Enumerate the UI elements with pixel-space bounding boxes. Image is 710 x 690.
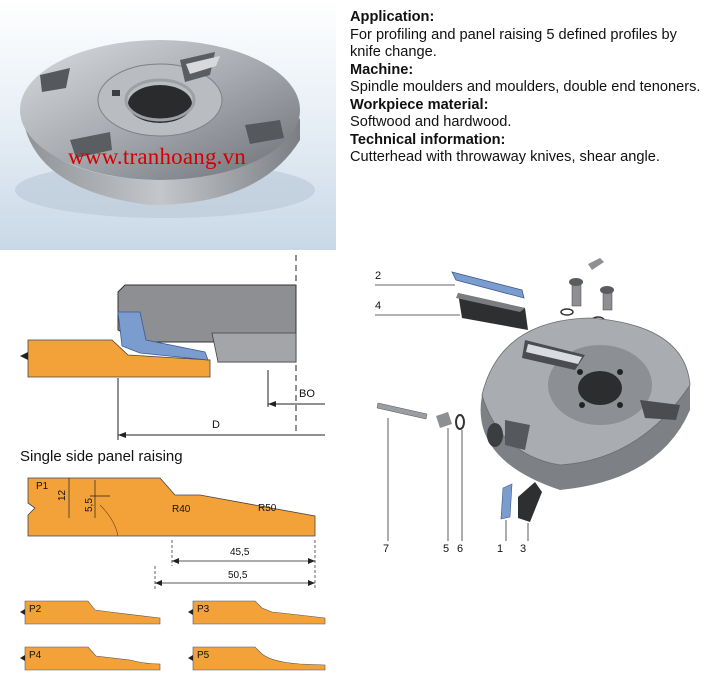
profile-p4: P4 — [20, 646, 161, 671]
part-number-4: 4 — [375, 300, 381, 312]
part-number-3: 3 — [520, 543, 526, 555]
r40-label: R40 — [172, 504, 191, 515]
d-label: D — [212, 419, 220, 431]
panel-title: Single side panel raising — [20, 448, 183, 465]
info-text-machine: Spindle moulders and moulders, double en… — [350, 79, 701, 95]
profile-p5: P5 — [188, 646, 326, 671]
p3-label: P3 — [197, 604, 210, 615]
info-text-workpiece: Softwood and hardwood. — [350, 114, 512, 130]
dim-5-5-label: 5,5 — [84, 498, 95, 512]
product-photo — [0, 0, 336, 250]
cross-section-drawing: BO D — [20, 255, 325, 440]
p4-label: P4 — [29, 650, 42, 661]
dim-50-5-label: 50,5 — [228, 570, 248, 581]
bo-label: BO — [299, 388, 315, 400]
part-number-1: 1 — [497, 543, 503, 555]
info-heading-machine: Machine: — [350, 61, 414, 78]
dim-12-label: 12 — [57, 489, 68, 501]
info-text-application: For profiling and panel raising 5 define… — [350, 26, 677, 61]
product-info: Application: For profiling and panel rai… — [350, 9, 710, 167]
info-text-technical: Cutterhead with throwaway knives, shear … — [350, 149, 660, 165]
panel-raising-drawing: Single side panel raising P1 12 5,5 R40 … — [20, 448, 316, 590]
part-number-6: 6 — [457, 543, 463, 555]
watermark: www.tranhoang.vn — [68, 144, 247, 169]
part-number-5: 5 — [443, 543, 449, 555]
part-number-2: 2 — [375, 270, 381, 282]
part-number-7: 7 — [383, 543, 389, 555]
info-heading-technical: Technical information: — [350, 131, 506, 148]
p1-label: P1 — [36, 481, 49, 492]
info-heading-workpiece: Workpiece material: — [350, 96, 489, 113]
info-heading-application: Application: — [350, 9, 435, 25]
profile-p2: P2 — [20, 600, 161, 625]
p5-label: P5 — [197, 650, 210, 661]
p2-label: P2 — [29, 604, 42, 615]
r50-label: R50 — [258, 503, 277, 514]
dim-45-5-label: 45,5 — [230, 547, 250, 558]
exploded-view: 2 4 7 — [375, 258, 691, 555]
profile-p3: P3 — [188, 600, 326, 625]
